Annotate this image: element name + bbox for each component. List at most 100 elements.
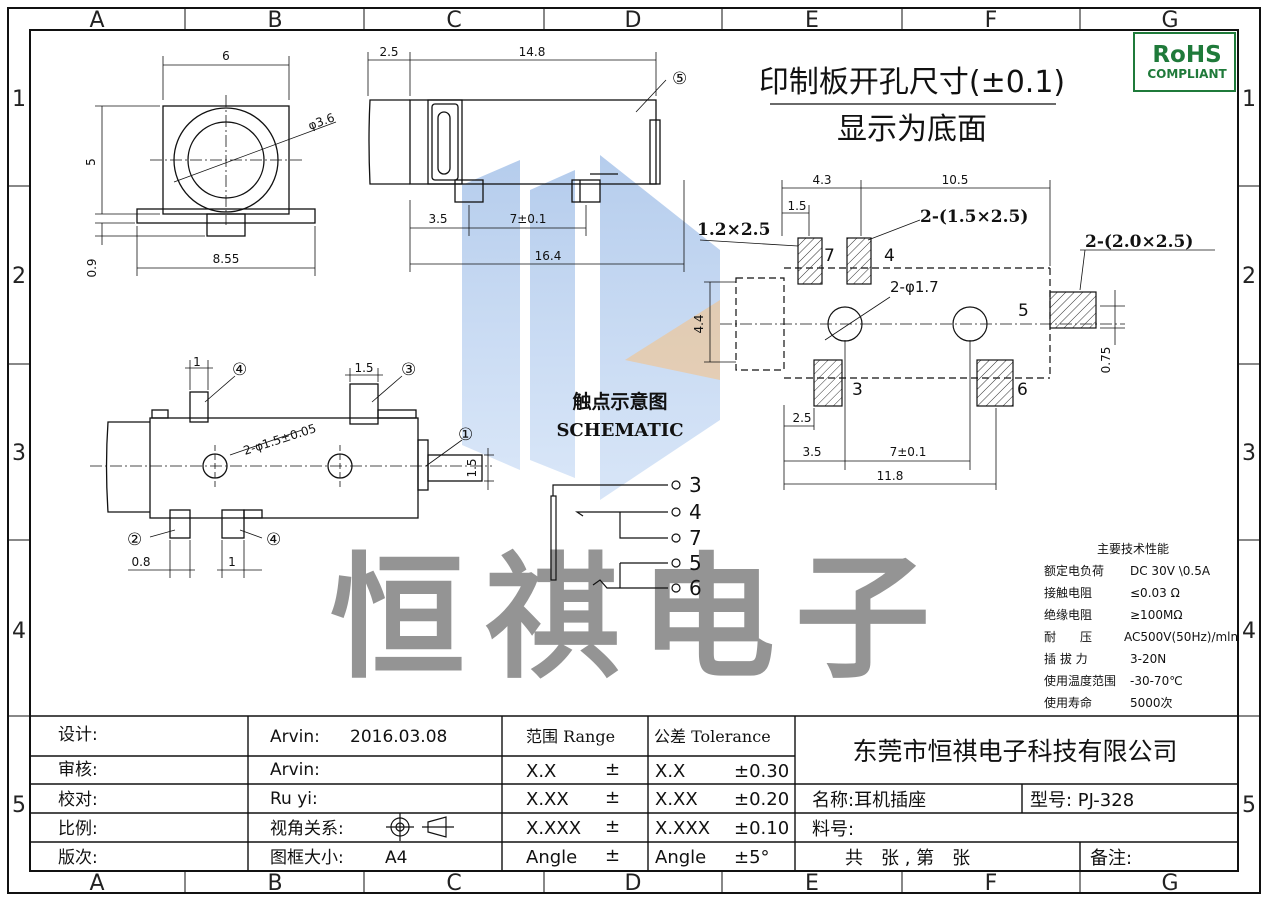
zone-row-left: 3: [12, 441, 26, 466]
tb-name-field: 名称:耳机插座: [812, 790, 926, 811]
pad-label: 7: [824, 246, 835, 266]
dim-pcb-bot-a: 2.5: [792, 411, 811, 425]
zone-ticks: [8, 8, 1260, 893]
rohs-subtitle: COMPLIANT: [1147, 67, 1227, 81]
zone-col-bottom: C: [446, 871, 461, 896]
tb-tol-value: ±0.30: [734, 761, 789, 782]
tb-range-row: X.X: [526, 761, 556, 782]
tb-range-row: Angle: [526, 847, 577, 868]
tb-design-date: 2016.03.08: [350, 727, 447, 747]
zone-col-bottom: G: [1161, 871, 1178, 896]
zone-row-left: 5: [12, 793, 26, 818]
zone-col-top: D: [625, 8, 642, 33]
dim-side-e: 16.4: [535, 249, 562, 263]
dim-side-b: 14.8: [519, 45, 546, 59]
tb-design-label: 设计:: [58, 725, 98, 745]
front-view: [95, 56, 337, 276]
dim-front-height: 5: [84, 158, 98, 166]
schematic-title-cn: 触点示意图: [572, 390, 667, 413]
tb-tol-value: ±0.10: [734, 818, 789, 839]
spec-value: 5000次: [1130, 696, 1173, 710]
schematic-diagram: [550, 480, 681, 593]
spec-value: -30-70℃: [1130, 674, 1183, 688]
zone-col-top: F: [985, 8, 998, 33]
dim-pcb-bot-d: 11.8: [877, 469, 904, 483]
dim-side-a: 2.5: [379, 45, 398, 59]
pad-label: 6: [1017, 380, 1028, 400]
spec-label: 绝缘电阻: [1044, 607, 1092, 622]
spec-value: AC500V(50Hz)/mln: [1124, 630, 1238, 644]
dim-front-base: 8.55: [213, 252, 240, 266]
tb-range-sign: ±: [605, 787, 620, 808]
tb-tol-row: X.XXX: [655, 818, 710, 839]
callout-1: ①: [458, 425, 473, 445]
dim-bottom-bot-b: 1: [228, 555, 236, 569]
zone-col-bottom: A: [89, 871, 104, 896]
tb-range-row: X.XX: [526, 789, 569, 810]
tb-model-field: 型号: PJ-328: [1030, 790, 1134, 811]
title-block-grid: [30, 715, 1238, 871]
tb-range-sign: ±: [605, 845, 620, 866]
dim-pcb-bot-b: 3.5: [802, 445, 821, 459]
tb-version-label: 版次:: [58, 848, 98, 868]
tb-tol-value: ±0.20: [734, 789, 789, 810]
tb-frame-value: A4: [385, 848, 407, 868]
bottom-view: [90, 360, 494, 578]
pcb-layout: [699, 180, 1215, 490]
spec-label: 接触电阻: [1044, 585, 1092, 600]
zone-col-bottom: D: [625, 871, 642, 896]
schematic-pin: 6: [689, 576, 702, 600]
zone-col-bottom: E: [805, 871, 819, 896]
watermark-logo: [462, 155, 720, 500]
tb-range-row: X.XXX: [526, 818, 581, 839]
schematic-pin: 5: [689, 551, 702, 575]
zone-col-top: A: [89, 8, 104, 33]
tb-frame-label: 图框大小:: [270, 848, 344, 868]
zone-col-bottom: F: [985, 871, 998, 896]
callout-3: ③: [401, 360, 416, 380]
dim-bottom-top-b: 1.5: [354, 361, 373, 375]
tb-tol-header: 公差 Tolerance: [654, 727, 771, 746]
tb-range-header: 范围 Range: [526, 727, 615, 746]
label-pad-a: 1.2×2.5: [697, 220, 770, 240]
zone-row-right: 5: [1242, 793, 1256, 818]
zone-row-right: 1: [1242, 87, 1256, 112]
zone-row-left: 4: [12, 619, 26, 644]
zone-col-top: C: [446, 8, 461, 33]
projection-symbol-icon: [386, 813, 454, 841]
dim-side-c: 3.5: [428, 212, 447, 226]
specs-title: 主要技术性能: [1097, 542, 1169, 556]
rohs-badge: RoHS COMPLIANT: [1133, 32, 1236, 92]
tb-check-label: 校对:: [58, 790, 98, 810]
dim-bottom-top-a: 1: [193, 355, 201, 369]
spec-label: 插 拔 力: [1044, 651, 1088, 666]
outer-border: [7, 7, 1261, 894]
zone-row-right: 3: [1242, 441, 1256, 466]
pad-label: 3: [852, 380, 863, 400]
spec-value: ≤0.03 Ω: [1130, 586, 1180, 600]
zone-col-top: E: [805, 8, 819, 33]
spec-label: 使用温度范围: [1044, 673, 1116, 688]
pad-label: 5: [1018, 301, 1029, 321]
dim-pcb-top-b: 10.5: [942, 173, 969, 187]
spec-label: 额定电负荷: [1044, 563, 1104, 578]
zone-row-left: 2: [12, 264, 26, 289]
label-pad-c: 2-(2.0×2.5): [1085, 232, 1193, 252]
label-holes: 2-φ1.7: [890, 278, 939, 296]
rohs-title: RoHS: [1152, 42, 1221, 68]
pcb-note-subtitle: 显示为底面: [837, 112, 987, 147]
tb-company: 东莞市恒祺电子科技有限公司: [852, 737, 1177, 766]
spec-value: DC 30V \0.5A: [1130, 564, 1211, 578]
zone-col-top: G: [1161, 8, 1178, 33]
spec-label: 使用寿命: [1044, 695, 1092, 710]
tb-tol-row: Angle: [655, 847, 706, 868]
dim-pcb-right: 0.75: [1099, 347, 1113, 374]
tb-tol-row: X.XX: [655, 789, 698, 810]
tb-tol-value: ±5°: [734, 847, 770, 868]
tb-check-name: Ru yi:: [270, 789, 318, 809]
zone-col-bottom: B: [267, 871, 282, 896]
dim-pcb-top-a: 4.3: [812, 173, 831, 187]
tb-tol-row: X.X: [655, 761, 685, 782]
tb-sheets-field: 共 张 , 第 张: [845, 848, 970, 869]
